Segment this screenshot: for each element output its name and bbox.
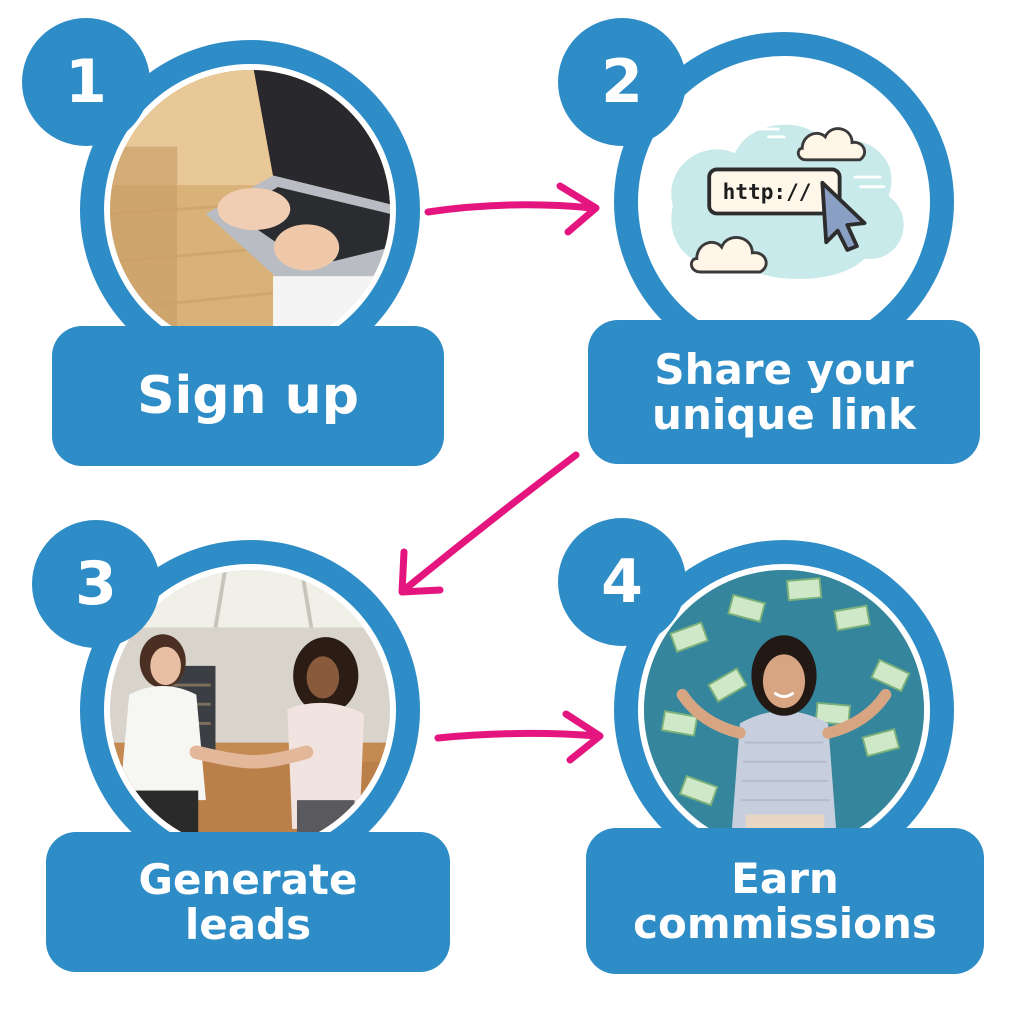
arrow-step3-to-step4 [434, 710, 604, 764]
step-2-label-line-2: unique link [652, 390, 916, 439]
step-1-number: 1 [65, 47, 107, 117]
step-3-label-line-2: leads [184, 900, 312, 949]
step-1-label-line-1: Sign up [137, 365, 359, 426]
link-share-illustration: http:// [644, 62, 924, 342]
step-2-number: 2 [601, 47, 643, 117]
step-1-number-badge: 1 [22, 18, 150, 146]
step-1-label-box: Sign up [52, 326, 444, 466]
step-2-label-line-1: Share your [654, 344, 914, 394]
step-4-label-line-1: Earn [731, 853, 839, 903]
url-text: http:// [723, 179, 812, 204]
step-2-label-box: Share your unique link [588, 320, 980, 464]
money-rain-photo [644, 570, 924, 850]
step-3-label-line-1: Generate [138, 854, 358, 904]
step-2-number-badge: 2 [558, 18, 686, 146]
step-4-label-box: Earn commissions [586, 828, 984, 974]
laptop-typing-photo [110, 70, 390, 350]
step-4-label-line-2: commissions [633, 899, 937, 948]
step-3-number: 3 [75, 549, 117, 619]
step-3-label-box: Generate leads [46, 832, 450, 972]
step-3-number-badge: 3 [32, 520, 160, 648]
arrow-step2-to-step3 [398, 451, 580, 596]
step-1-photo [104, 64, 396, 356]
step-4-photo [638, 564, 930, 856]
arrow-step1-to-step2 [424, 182, 600, 236]
step-4-number: 4 [601, 547, 643, 617]
handshake-photo [110, 570, 390, 850]
step-4-number-badge: 4 [558, 518, 686, 646]
